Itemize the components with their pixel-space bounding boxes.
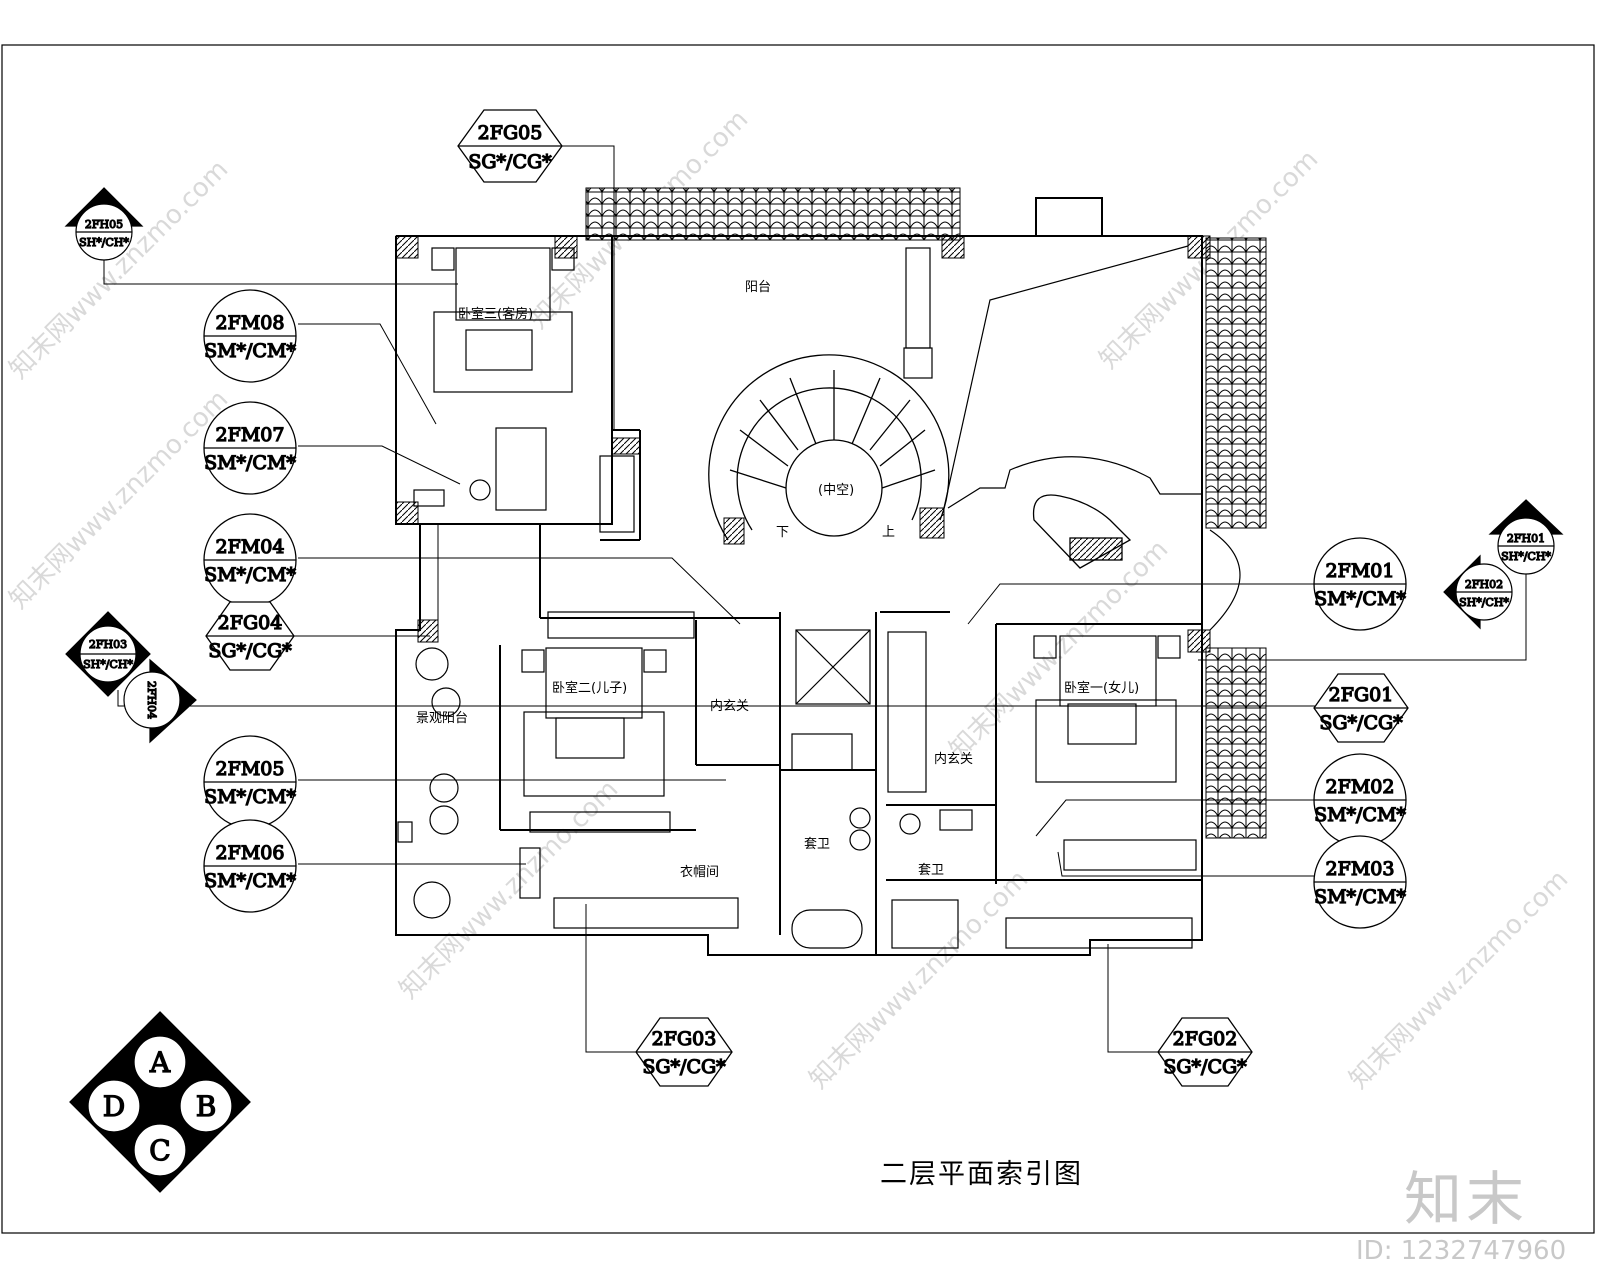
elevation-tag-2FH01-2FH02: 2FH01 SH*/CH* 2FH02 SH*/CH* <box>1443 499 1564 630</box>
svg-text:SH*/CH*: SH*/CH* <box>83 658 133 671</box>
elevation-tag-2FH03-2FH04: 2FH03 SH*/CH* 2FH04 <box>65 611 197 744</box>
svg-text:2FH01: 2FH01 <box>1507 532 1545 545</box>
ensuite-left-label: 套卫 <box>804 836 830 852</box>
index-a: A <box>149 1046 171 1079</box>
piano <box>1032 494 1132 569</box>
bedroom2-label: 卧室二(儿子) <box>552 680 627 696</box>
balcony-label: 阳台 <box>745 280 771 295</box>
svg-text:2FH05: 2FH05 <box>85 218 123 231</box>
svg-text:SM*/CM*: SM*/CM* <box>1314 804 1406 826</box>
elevation-index-key: A B C D <box>69 1011 251 1193</box>
svg-text:SG*/CG*: SG*/CG* <box>642 1056 726 1078</box>
image-id: ID: 1232747960 <box>1356 1236 1567 1266</box>
spiral-stair <box>708 354 950 541</box>
ensuite-right-label: 套卫 <box>918 862 944 878</box>
wardrobe-label: 衣帽间 <box>680 864 719 880</box>
svg-text:2FG03: 2FG03 <box>652 1028 717 1050</box>
svg-text:SG*/CG*: SG*/CG* <box>208 640 292 662</box>
leader-lines <box>103 145 1527 1053</box>
svg-text:SM*/CM*: SM*/CM* <box>204 564 296 586</box>
svg-text:2FM02: 2FM02 <box>1326 776 1395 798</box>
svg-text:SM*/CM*: SM*/CM* <box>204 452 296 474</box>
furniture <box>397 247 1197 949</box>
svg-text:SM*/CM*: SM*/CM* <box>1314 886 1406 908</box>
index-c: C <box>149 1134 170 1167</box>
svg-text:SM*/CM*: SM*/CM* <box>204 340 296 362</box>
svg-text:2FH04: 2FH04 <box>145 681 158 719</box>
elevation-tags: 2FH05 SH*/CH* 2FH03 SH*/CH* 2FH04 2FH01 … <box>64 187 1564 744</box>
bedroom1-label: 卧室一(女儿) <box>1064 680 1139 696</box>
stair-down-label: 下 <box>776 525 789 540</box>
svg-text:SH*/CH*: SH*/CH* <box>1501 550 1551 563</box>
bedroom3-label: 卧室三(客房) <box>458 306 533 322</box>
watermark-text: 知末网www.znzmo.com <box>4 154 235 385</box>
watermark-text: 知末网www.znzmo.com <box>4 384 235 615</box>
svg-text:2FM03: 2FM03 <box>1326 858 1395 880</box>
columns <box>395 235 1211 653</box>
walls <box>395 197 1203 956</box>
watermark-text: 知末网www.znzmo.com <box>394 774 625 1005</box>
svg-text:2FM01: 2FM01 <box>1326 560 1395 582</box>
elevation-tag-2FH05: 2FH05 SH*/CH* <box>64 187 144 261</box>
svg-text:2FM08: 2FM08 <box>216 312 285 334</box>
roof-tiles <box>585 187 1267 839</box>
svg-text:SG*/CG*: SG*/CG* <box>1319 712 1403 734</box>
svg-text:2FG01: 2FG01 <box>1329 684 1394 706</box>
svg-text:SM*/CM*: SM*/CM* <box>204 786 296 808</box>
watermark-text: 知末网www.znzmo.com <box>804 864 1035 1095</box>
svg-text:SH*/CH*: SH*/CH* <box>79 236 129 249</box>
watermark-text: 知末网www.znzmo.com <box>944 534 1175 765</box>
svg-text:2FG04: 2FG04 <box>218 612 283 634</box>
atrium-label: (中空) <box>818 483 854 498</box>
drawing-frame <box>1 44 1595 1234</box>
sheet-title: 二层平面索引图 <box>880 1159 1083 1190</box>
inner-entry-right-label: 内玄关 <box>934 751 973 767</box>
index-d: D <box>103 1090 125 1123</box>
svg-text:SM*/CM*: SM*/CM* <box>1314 588 1406 610</box>
svg-text:SG*/CG*: SG*/CG* <box>468 151 552 173</box>
svg-text:2FG02: 2FG02 <box>1173 1028 1238 1050</box>
index-b: B <box>196 1090 217 1123</box>
svg-text:SM*/CM*: SM*/CM* <box>204 870 296 892</box>
svg-text:2FM06: 2FM06 <box>216 842 285 864</box>
svg-text:SH*/CH*: SH*/CH* <box>1459 596 1509 609</box>
svg-text:2FM05: 2FM05 <box>216 758 285 780</box>
landscape-balcony-label: 景观阳台 <box>416 711 468 726</box>
svg-text:2FM04: 2FM04 <box>216 536 285 558</box>
svg-text:SG*/CG*: SG*/CG* <box>1163 1056 1247 1078</box>
svg-text:2FH02: 2FH02 <box>1465 578 1503 591</box>
roof-outline <box>903 245 1241 631</box>
svg-text:2FM07: 2FM07 <box>216 424 285 446</box>
svg-text:2FG05: 2FG05 <box>478 122 543 144</box>
watermark-logo: 知末 <box>1404 1165 1529 1233</box>
stair-up-label: 上 <box>882 525 895 540</box>
svg-text:2FH03: 2FH03 <box>89 638 127 651</box>
